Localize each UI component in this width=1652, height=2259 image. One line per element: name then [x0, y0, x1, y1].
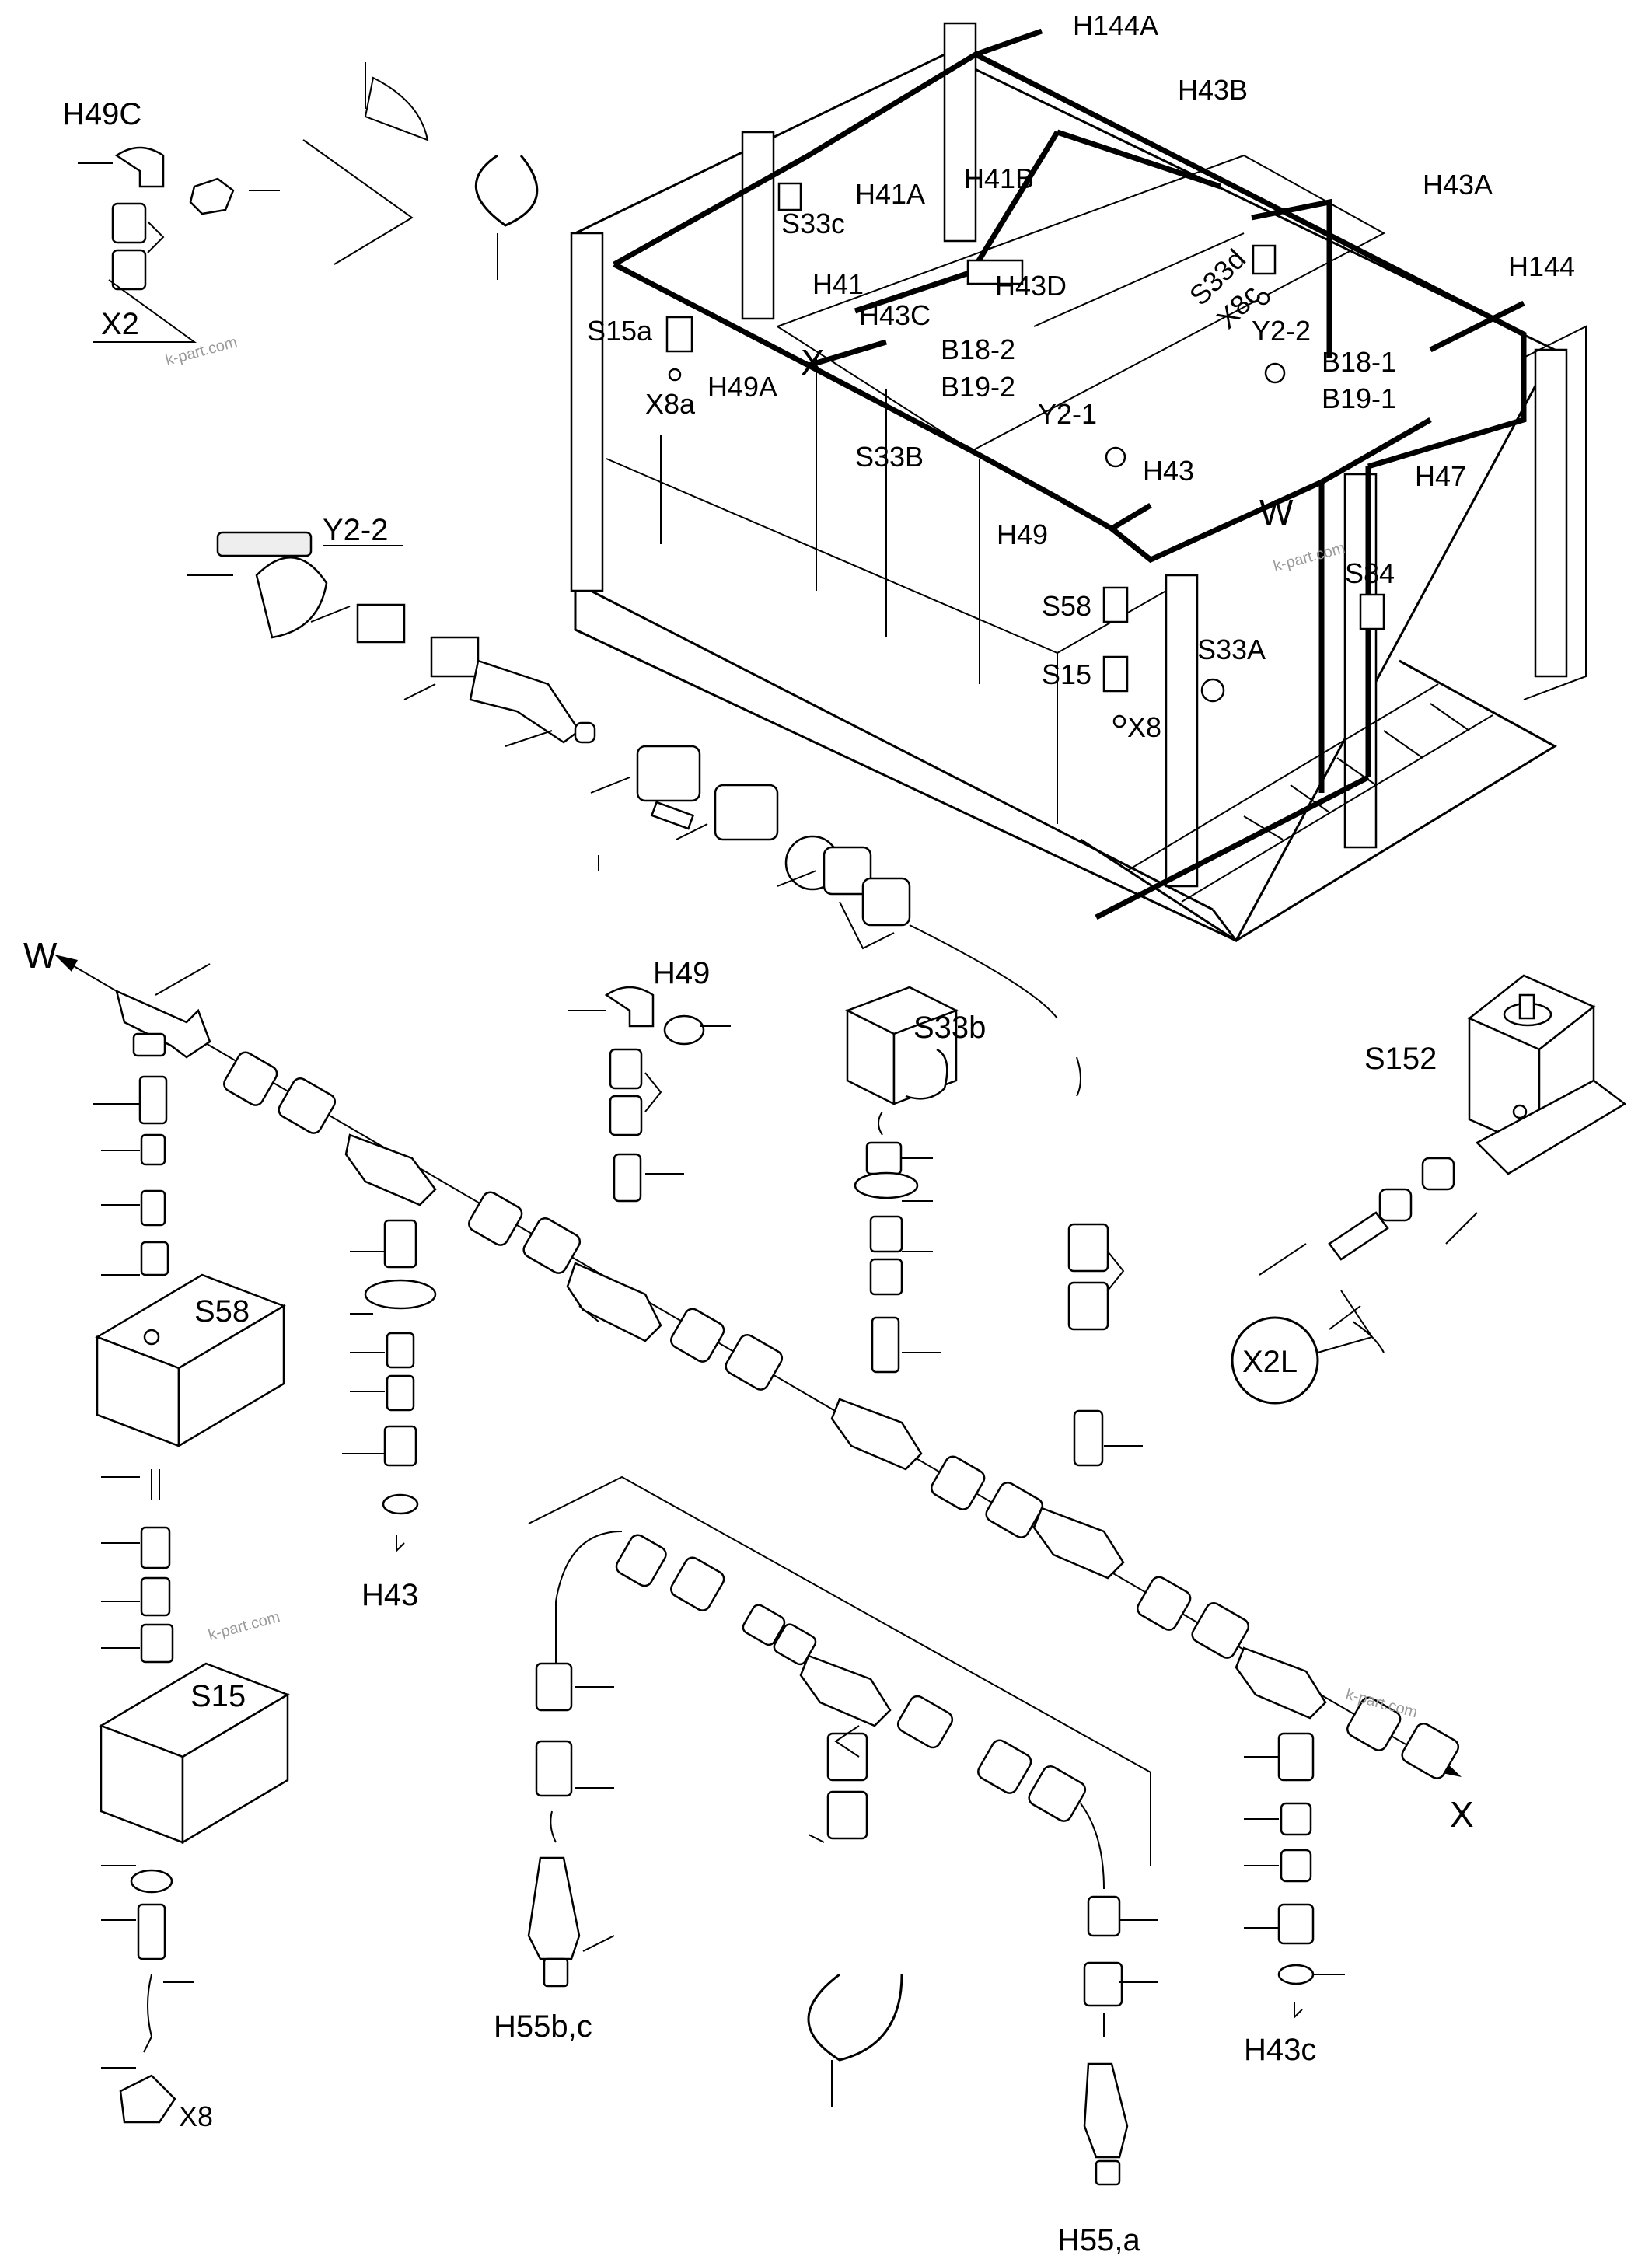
- label-s33c: S33c: [781, 208, 845, 239]
- label-h43c-bottom: H43c: [1244, 2033, 1316, 2067]
- label-s15-box: S15: [190, 1679, 246, 1713]
- y2-1-valve: [1105, 446, 1126, 468]
- label-s58-top: S58: [1042, 590, 1091, 622]
- right-vertical-branch: [1032, 1056, 1143, 1580]
- label-y2-2-top: Y2-2: [1252, 315, 1311, 347]
- h55-branch: [527, 1475, 1158, 2186]
- label-h55a: H55,a: [1057, 2223, 1140, 2257]
- diagram-labels: H49C X2 H144A H43B H41A H41B S33c H43A H…: [23, 9, 1575, 2257]
- label-h41b: H41B: [964, 162, 1034, 194]
- label-x2: X2: [101, 307, 139, 341]
- y2-2-connector-chain: [187, 531, 1058, 1019]
- label-y2-1: Y2-1: [1038, 398, 1097, 430]
- s33d-switch: [1252, 244, 1277, 275]
- label-h41: H41: [812, 268, 864, 300]
- label-h43a: H43A: [1423, 169, 1493, 201]
- watermark-1: k-part.com: [164, 333, 239, 369]
- label-h49c: H49C: [62, 97, 141, 131]
- label-s15-top: S15: [1042, 658, 1091, 690]
- label-x8a: X8a: [645, 388, 696, 420]
- label-b19-2: B19-2: [941, 371, 1015, 403]
- trunk-connectors: [223, 1051, 1460, 1779]
- label-h144: H144: [1508, 250, 1575, 282]
- label-b18-1: B18-1: [1322, 346, 1396, 378]
- label-s33a: S33A: [1197, 634, 1266, 665]
- label-y2-2-left: Y2-2: [323, 513, 389, 547]
- label-h49-center: H49: [653, 956, 710, 990]
- label-h43b: H43B: [1178, 74, 1248, 106]
- s58-module: [95, 1273, 286, 1664]
- label-w-top: W: [1259, 492, 1294, 532]
- s84-switch: [1359, 593, 1385, 630]
- s33c-switch: [777, 182, 802, 211]
- label-h41a: H41A: [855, 178, 925, 210]
- x2l-callout: [1231, 1290, 1374, 1405]
- s58-top-switch: [1102, 586, 1129, 623]
- label-s58-box: S58: [194, 1294, 250, 1329]
- s33b-branch: [830, 986, 959, 1471]
- bottom-cable-clamp: [807, 1973, 903, 2107]
- label-h43-top: H43: [1143, 455, 1194, 487]
- label-h43c-top: H43C: [859, 299, 931, 331]
- label-s33b-top: S33B: [855, 441, 924, 473]
- label-s15a: S15a: [587, 315, 653, 347]
- s33a-switch: [1200, 678, 1225, 703]
- watermark-2: k-part.com: [1272, 539, 1347, 575]
- label-h144a: H144A: [1073, 9, 1158, 41]
- h43c-branch: [1235, 1646, 1345, 2020]
- label-b18-2: B18-2: [941, 333, 1015, 365]
- label-s33b-box: S33b: [913, 1011, 986, 1045]
- label-x8-bottom: X8: [179, 2100, 213, 2132]
- label-x-top: X: [801, 342, 825, 382]
- s152-switch: [1259, 974, 1627, 1353]
- label-h47: H47: [1415, 460, 1466, 492]
- s15-module: [99, 1662, 290, 2124]
- label-h43-left: H43: [361, 1578, 418, 1612]
- label-x2l: X2L: [1242, 1345, 1298, 1379]
- label-h49a: H49A: [707, 371, 777, 403]
- watermark-3: k-part.com: [207, 1608, 282, 1644]
- label-s84: S84: [1345, 557, 1395, 589]
- s15a-switch: [665, 316, 693, 353]
- label-h49-mid: H49: [997, 518, 1048, 550]
- label-h43d: H43D: [995, 270, 1067, 302]
- label-x-right: X: [1450, 1794, 1474, 1835]
- h49-branch: [566, 986, 731, 1342]
- frame-components: [665, 182, 1385, 728]
- label-x8-top: X8: [1127, 711, 1161, 743]
- label-b19-1: B19-1: [1322, 382, 1396, 414]
- s15-top-switch: [1102, 655, 1129, 693]
- label-s152: S152: [1364, 1042, 1437, 1076]
- label-h55bc: H55b,c: [494, 2009, 592, 2044]
- h49c-assembly: [78, 62, 539, 343]
- h43-left-branch: [342, 1133, 437, 1553]
- h43d-box: [966, 259, 1024, 285]
- y2-2-top-valve: [1264, 362, 1286, 384]
- label-w-left: W: [23, 935, 58, 976]
- w-tee-assembly: [93, 963, 211, 1276]
